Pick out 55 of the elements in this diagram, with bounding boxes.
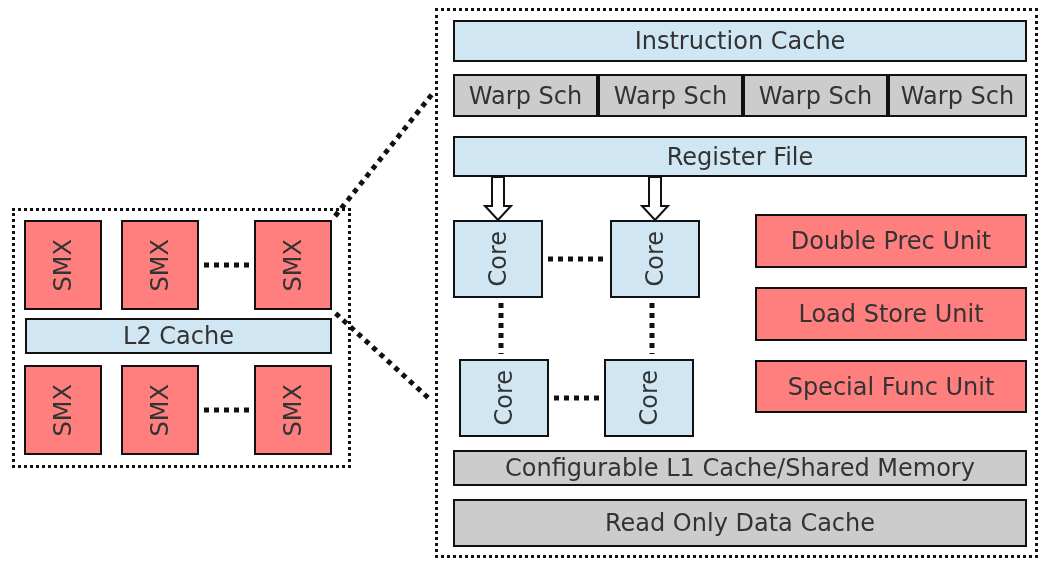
dotted-frame — [12, 208, 351, 468]
block-label: SMX — [148, 238, 172, 292]
cache-bar — [453, 499, 1027, 547]
block-label: Read Only Data Cache — [604, 511, 876, 535]
dotted-frame — [435, 8, 1038, 558]
scheduler-block — [743, 74, 888, 117]
block-label: Core — [492, 370, 516, 426]
scheduler-block — [598, 74, 743, 117]
core-block — [459, 359, 549, 437]
block-label: Warp Sch — [900, 83, 1015, 108]
block-label: Core — [643, 231, 667, 287]
block-label: Warp Sch — [758, 83, 873, 108]
block-label: SMX — [281, 238, 305, 292]
cache-bar — [453, 20, 1027, 62]
dotted-connector — [548, 256, 605, 262]
unit-block — [755, 214, 1027, 268]
core-block — [604, 359, 694, 437]
block-label: Load Store Unit — [798, 302, 984, 326]
block-label: SMX — [281, 383, 305, 437]
block-label: SMX — [51, 238, 75, 292]
block-arrow — [639, 176, 671, 222]
block-arrow — [482, 176, 514, 222]
block-label: SMX — [51, 383, 75, 437]
cache-bar — [453, 450, 1027, 486]
scheduler-block — [453, 74, 598, 117]
dotted-connector — [554, 395, 599, 401]
dotted-connector — [204, 262, 249, 268]
block-label: Instruction Cache — [634, 29, 846, 53]
block-label: Core — [486, 231, 510, 287]
register-file-bar — [453, 136, 1027, 177]
dotted-connector — [204, 407, 249, 413]
smx-block — [24, 365, 102, 455]
block-label: Core — [637, 370, 661, 426]
smx-block — [254, 220, 332, 310]
dotted-connector — [498, 303, 504, 354]
block-label: Register File — [666, 144, 814, 169]
dotted-connector — [649, 303, 655, 354]
cache-bar — [25, 318, 332, 354]
smx-block — [254, 365, 332, 455]
dotted-connector — [333, 92, 434, 218]
scheduler-block — [888, 74, 1027, 117]
unit-block — [755, 287, 1027, 341]
core-block — [610, 220, 700, 298]
block-label: Warp Sch — [468, 83, 583, 108]
smx-block — [121, 220, 199, 310]
core-block — [453, 220, 543, 298]
block-label: Configurable L1 Cache/Shared Memory — [505, 456, 975, 480]
block-label: SMX — [148, 383, 172, 437]
smx-block — [24, 220, 102, 310]
block-label: Warp Sch — [613, 83, 728, 108]
block-label: L2 Cache — [123, 324, 234, 348]
smx-block — [121, 365, 199, 455]
block-label: Double Prec Unit — [790, 229, 992, 253]
block-label: Special Func Unit — [787, 374, 995, 399]
unit-block — [755, 360, 1027, 413]
